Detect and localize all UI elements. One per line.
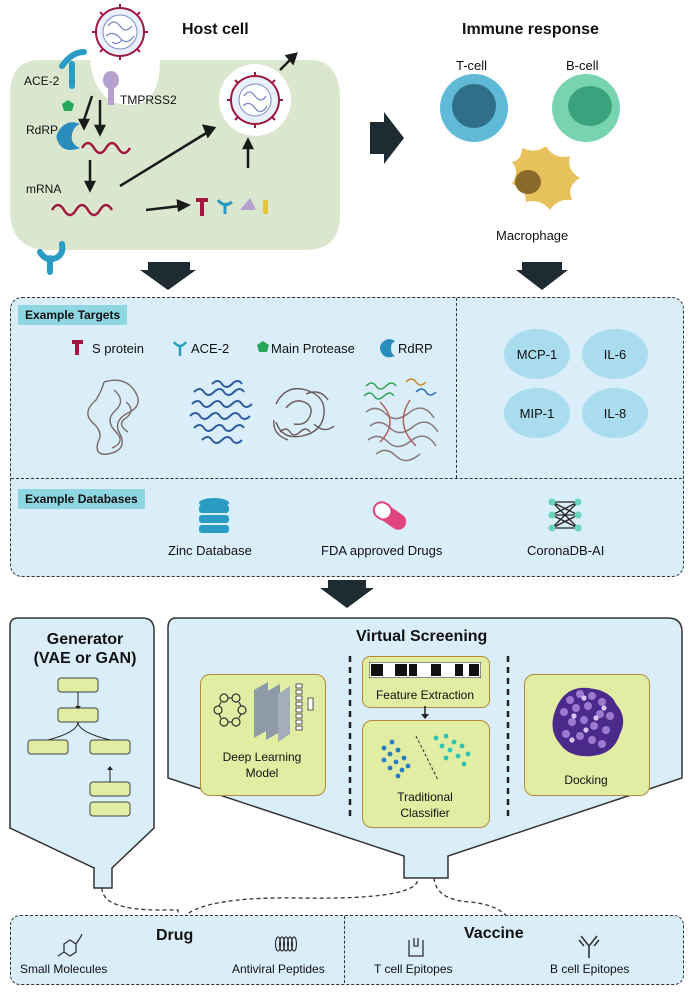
tmprss2-label: TMPRSS2 — [120, 93, 177, 107]
panel-divider-horizontal — [11, 478, 682, 479]
host-cell-title: Host cell — [182, 21, 249, 38]
cytokine-il8: IL-8 — [582, 388, 648, 438]
outputs-divider — [344, 916, 345, 983]
generator-title-line2: (VAE or GAN) — [33, 650, 137, 667]
ace2-icon — [173, 341, 187, 356]
peptide-coil-icon — [274, 936, 298, 952]
main-protease-icon — [62, 100, 74, 111]
antibody-icon — [578, 935, 600, 958]
cytokine-mcp1: MCP-1 — [504, 329, 570, 379]
generator-title-line1: Generator — [46, 631, 124, 648]
targets-databases-panel — [10, 297, 684, 577]
pill-icon — [372, 501, 407, 530]
database-coronadb-ai: CoronaDB-AI — [527, 543, 605, 558]
flow-arrow-right-icon — [370, 112, 404, 164]
deep-learning-label-line1: Deep Learning — [222, 750, 302, 764]
s-protein-small-icon — [196, 198, 208, 216]
classifier-scatter-icon — [381, 733, 471, 781]
rdrp-small-icon — [380, 339, 395, 358]
ace2-small-icon — [216, 199, 233, 214]
main-protease-small-icon — [257, 341, 269, 352]
feature-extraction-label: Feature Extraction — [375, 688, 475, 702]
rdrp-icon — [56, 122, 80, 150]
virtual-screening-title: Virtual Screening — [356, 628, 488, 645]
barcode-icon — [369, 662, 481, 678]
target-ace2: ACE-2 — [191, 341, 230, 356]
t-cell-epitope-icon — [408, 938, 424, 957]
feature-to-classifier-arrow-icon — [421, 706, 429, 719]
host-cell-illustration — [10, 4, 620, 290]
tmprss2-small-icon — [240, 198, 256, 210]
ace2-receptor-lower-icon — [37, 241, 66, 275]
yellow-protein-icon — [263, 200, 268, 214]
s-protein-icon — [72, 340, 83, 355]
t-cell-icon — [440, 74, 508, 142]
example-databases-tag: Example Databases — [18, 489, 145, 509]
macrophage-label: Macrophage — [496, 228, 569, 243]
cytokine-mip1: MIP-1 — [504, 388, 570, 438]
cytokine-il6: IL-6 — [582, 329, 648, 379]
traditional-classifier-label-line1: Traditional — [397, 790, 453, 804]
rdrp-label: RdRP — [26, 123, 59, 137]
vaccine-title: Vaccine — [464, 925, 524, 942]
network-icon — [548, 498, 582, 532]
small-molecule-icon — [57, 934, 83, 957]
drug-antiviral-peptides: Antiviral Peptides — [232, 962, 325, 976]
flow-arrow-down-middle-icon — [320, 580, 374, 608]
immune-response-title: Immune response — [462, 21, 599, 38]
target-s-protein: S protein — [92, 341, 145, 356]
rdrp-structure-icon — [363, 378, 439, 462]
vaccine-t-cell-epitopes: T cell Epitopes — [374, 962, 453, 976]
drug-small-molecules: Small Molecules — [20, 962, 108, 976]
traditional-classifier-label-line2: Classifier — [400, 806, 450, 820]
b-cell-icon — [552, 74, 620, 142]
s-protein-structure-icon — [87, 379, 139, 455]
ace2-label: ACE-2 — [24, 74, 60, 88]
deep-learning-label-line2: Model — [245, 766, 279, 780]
t-cell-label: T-cell — [456, 58, 488, 73]
flow-arrow-down-left-icon — [140, 262, 196, 290]
drug-title: Drug — [156, 927, 194, 944]
target-main-protease: Main Protease — [271, 341, 355, 356]
vaccine-b-cell-epitopes: B cell Epitopes — [550, 962, 630, 976]
docking-label: Docking — [564, 773, 608, 787]
database-icon — [199, 498, 229, 533]
database-zinc: Zinc Database — [168, 543, 252, 558]
target-rdrp: RdRP — [398, 341, 433, 356]
ace2-receptor-icon — [59, 49, 87, 89]
virus-assembled-icon — [227, 72, 283, 128]
virus-top-icon — [92, 4, 148, 60]
tmprss2-receptor-icon — [103, 71, 119, 105]
traditional-classifier-box — [362, 720, 490, 828]
outputs-panel — [10, 915, 684, 985]
macrophage-icon — [512, 146, 580, 210]
b-cell-label: B-cell — [566, 58, 599, 73]
example-targets-tag: Example Targets — [18, 305, 128, 325]
neural-network-icon — [213, 682, 314, 742]
panel-divider-vertical — [456, 298, 457, 478]
database-fda-drugs: FDA approved Drugs — [321, 543, 443, 558]
mrna-label: mRNA — [26, 182, 62, 196]
main-protease-structure-icon — [273, 387, 335, 441]
ace2-structure-icon — [189, 380, 253, 444]
flow-arrow-down-right-icon — [516, 262, 568, 290]
docking-protein-icon — [552, 687, 624, 757]
